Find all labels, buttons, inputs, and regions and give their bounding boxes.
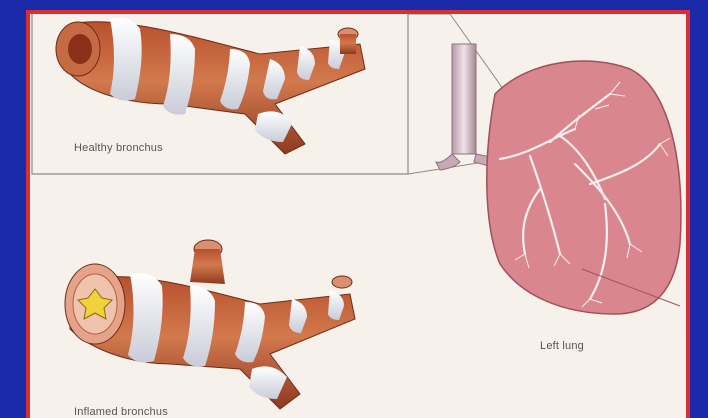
inflamed-bronchus-label: Inflamed bronchus xyxy=(74,406,168,418)
diagram-panel: Healthy bronchus Inflamed bronchus Left … xyxy=(26,10,690,418)
left-lung xyxy=(487,61,681,314)
healthy-bronchus-label: Healthy bronchus xyxy=(74,142,163,154)
inflamed-bronchus xyxy=(65,240,355,409)
left-lung-label: Left lung xyxy=(540,340,584,352)
bronchus-lung-illustration xyxy=(30,14,690,418)
healthy-bronchus xyxy=(56,18,365,154)
